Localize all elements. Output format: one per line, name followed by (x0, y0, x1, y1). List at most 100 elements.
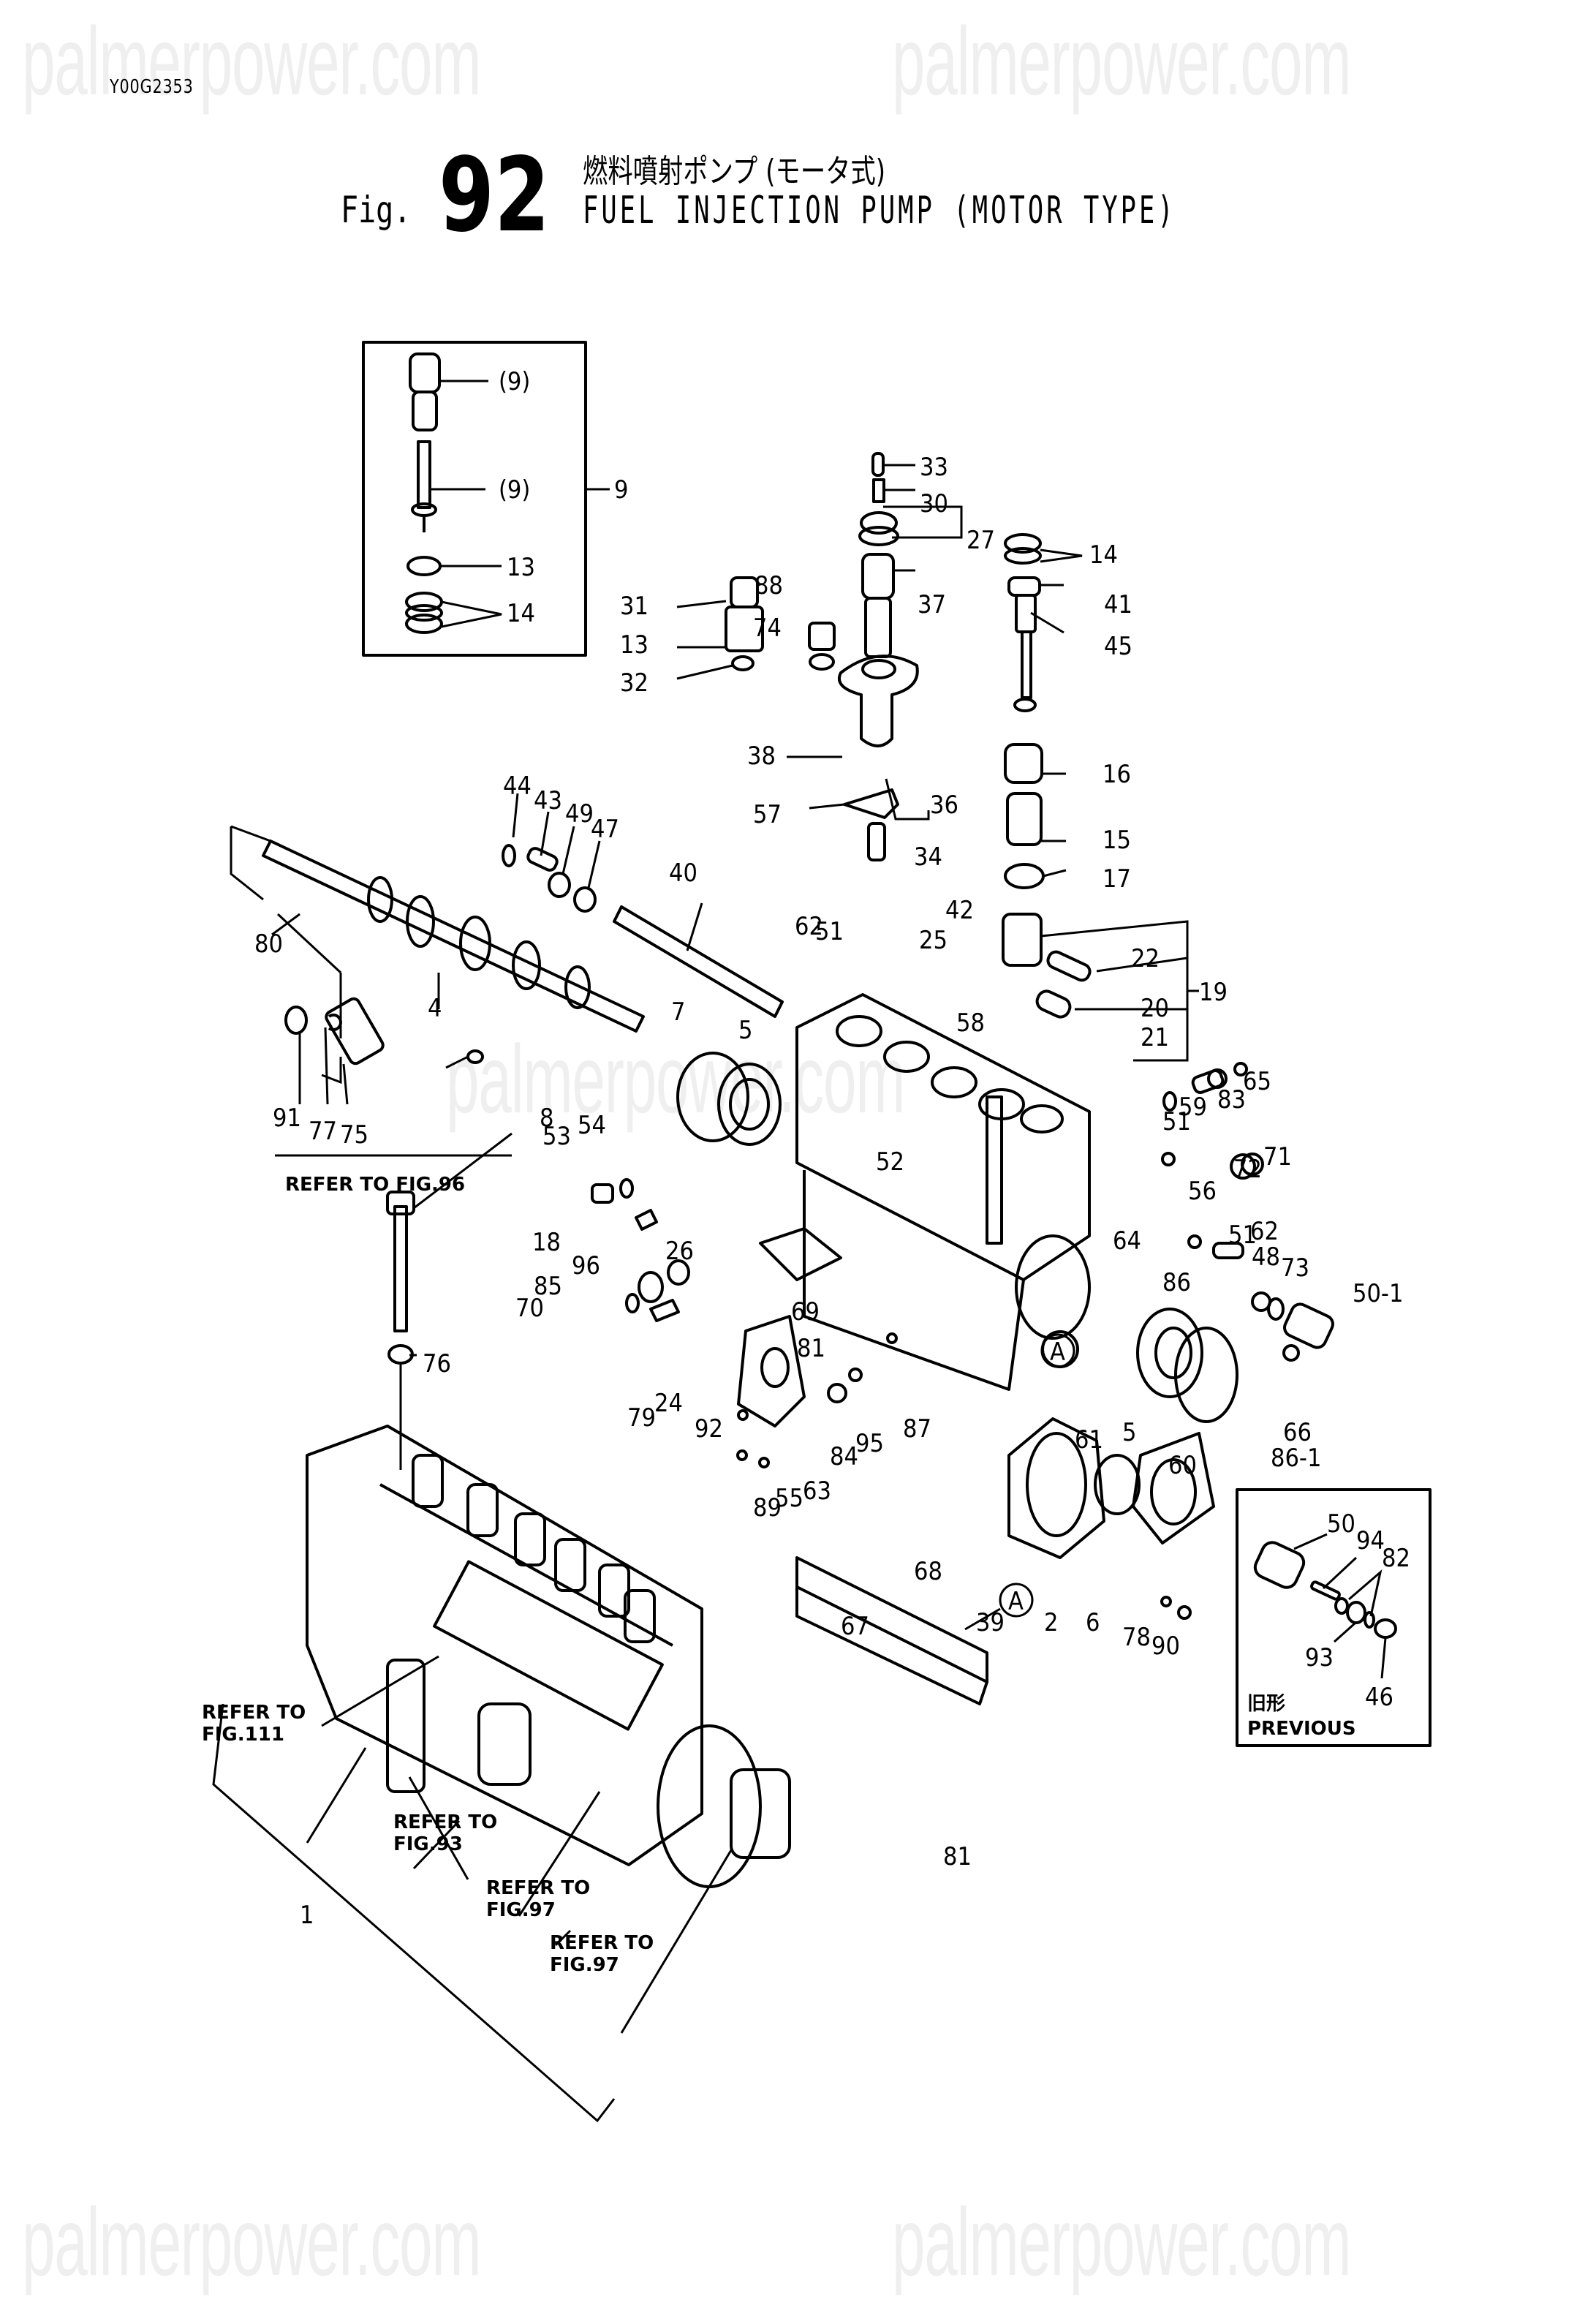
part-callout-5: 5 (1122, 1418, 1136, 1447)
reference-fig96: REFER TO FIG.96 (285, 1174, 465, 1196)
part-callout-83: 83 (1217, 1085, 1246, 1114)
reference-fig93-line1: REFER TO (393, 1811, 497, 1833)
inset-kit-label: (9) (499, 475, 530, 505)
watermark: palmerpower.com (892, 7, 1352, 115)
part-callout-96: 96 (572, 1251, 600, 1280)
part-callout-57: 57 (753, 800, 782, 829)
reference-fig111-line2: FIG.111 (202, 1724, 284, 1746)
part-callout-78: 78 (1122, 1623, 1151, 1652)
part-callout-20: 20 (1141, 994, 1169, 1023)
part-callout-25: 25 (919, 926, 948, 955)
svg-text:A: A (1008, 1587, 1024, 1616)
part-callout-8: 8 (540, 1104, 553, 1133)
part-callout-87: 87 (903, 1414, 931, 1444)
part-callout-62: 62 (795, 912, 823, 941)
part-callout-44: 44 (503, 772, 532, 801)
camshaft-part (230, 825, 645, 1105)
part-callout-21: 21 (1141, 1023, 1169, 1052)
part-callout-2: 2 (1044, 1608, 1058, 1637)
reference-fig97b-line2: FIG.97 (550, 1954, 619, 1976)
part-callout-76: 76 (423, 1349, 451, 1378)
delivery-valve-holder-part (409, 352, 441, 431)
part-callout-16: 16 (1103, 760, 1131, 789)
part-callout-1: 1 (300, 1901, 314, 1930)
part-callout-63: 63 (803, 1476, 831, 1506)
part-callout-19: 19 (1199, 978, 1228, 1007)
watermark: palmerpower.com (892, 2188, 1352, 2296)
watermark: palmerpower.com (446, 1025, 906, 1133)
part-callout-80: 80 (254, 929, 283, 959)
part-callout-81: 81 (797, 1334, 825, 1363)
part-callout-50-1: 50-1 (1353, 1279, 1403, 1308)
part-callout-72: 72 (1233, 1155, 1262, 1184)
part-callout-15: 15 (1103, 826, 1131, 855)
part-callout-88: 88 (754, 571, 783, 600)
part-callout-54: 54 (578, 1111, 606, 1140)
part-callout-43: 43 (534, 786, 562, 815)
previous-callout: 46 (1365, 1683, 1393, 1712)
watermark: palmerpower.com (22, 2188, 482, 2296)
document-code: Y00G2353 (110, 76, 194, 98)
reference-fig97-line2: FIG.97 (486, 1899, 556, 1921)
part-callout-70: 70 (515, 1294, 544, 1323)
part-callout-18: 18 (532, 1228, 561, 1257)
part-callout-40: 40 (669, 859, 697, 888)
part-callout-4: 4 (428, 994, 442, 1023)
part-callout-71: 71 (1263, 1142, 1292, 1172)
part-callout-34: 34 (914, 842, 942, 872)
part-callout-56: 56 (1188, 1177, 1217, 1206)
inset-kit-group-label: 9 (614, 475, 628, 505)
pump-housing-part (795, 993, 1091, 1391)
part-callout-95: 95 (855, 1429, 884, 1458)
injector-outlets (412, 1454, 656, 1643)
part-callout-32: 32 (620, 668, 648, 698)
plunger-part (411, 440, 437, 532)
previous-callout: 82 (1382, 1544, 1410, 1573)
part-callout-24: 24 (654, 1389, 683, 1418)
part-callout-65: 65 (1243, 1067, 1271, 1096)
part-callout-85: 85 (534, 1272, 562, 1301)
pumping-element-parts (676, 452, 1199, 1062)
part-callout-27: 27 (967, 526, 995, 555)
part-callout-5: 5 (738, 1016, 752, 1045)
part-callout-49: 49 (565, 799, 594, 829)
part-callout-6: 6 (1086, 1608, 1100, 1637)
part-callout-30: 30 (920, 489, 948, 518)
part-callout-86: 86 (1162, 1268, 1191, 1297)
part-callout-91: 91 (273, 1104, 301, 1133)
part-callout-45: 45 (1104, 632, 1132, 661)
part-callout-61: 61 (1075, 1425, 1103, 1455)
part-callout-36: 36 (930, 791, 958, 820)
reference-marker-a: A (964, 1583, 1034, 1631)
part-callout-31: 31 (620, 592, 648, 621)
part-callout-89: 89 (753, 1493, 782, 1523)
part-callout-73: 73 (1281, 1253, 1309, 1283)
part-callout-75: 75 (340, 1120, 368, 1150)
part-callout-69: 69 (791, 1297, 820, 1327)
previous-callout: 93 (1305, 1643, 1334, 1672)
part-callout-41: 41 (1104, 590, 1132, 619)
figure-title-english: FUEL INJECTION PUMP (MOTOR TYPE) (583, 189, 1176, 233)
part-callout-67: 67 (841, 1612, 869, 1641)
reference-fig93-line2: FIG.93 (393, 1833, 463, 1855)
part-callout-90: 90 (1151, 1632, 1180, 1661)
part-callout-84: 84 (830, 1442, 858, 1471)
part-callout-52: 52 (876, 1147, 904, 1177)
part-callout-55: 55 (775, 1484, 803, 1513)
reference-fig97-line1: REFER TO (486, 1877, 590, 1899)
part-callout-39: 39 (976, 1608, 1005, 1637)
part-callout-74: 74 (753, 614, 782, 643)
part-callout-59: 59 (1179, 1093, 1207, 1122)
part-callout-51: 51 (1228, 1221, 1257, 1250)
inset-kit-box (362, 341, 610, 657)
figure-prefix: Fig. (341, 189, 412, 231)
part-callout-13: 13 (620, 630, 648, 660)
seal-rings-part (405, 592, 443, 634)
part-callout-51: 51 (815, 917, 844, 946)
inset-kit-label: (9) (499, 367, 530, 396)
part-callout-22: 22 (1131, 944, 1160, 973)
watermark: palmerpower.com (22, 7, 482, 115)
inset-kit-label: 13 (507, 553, 535, 582)
